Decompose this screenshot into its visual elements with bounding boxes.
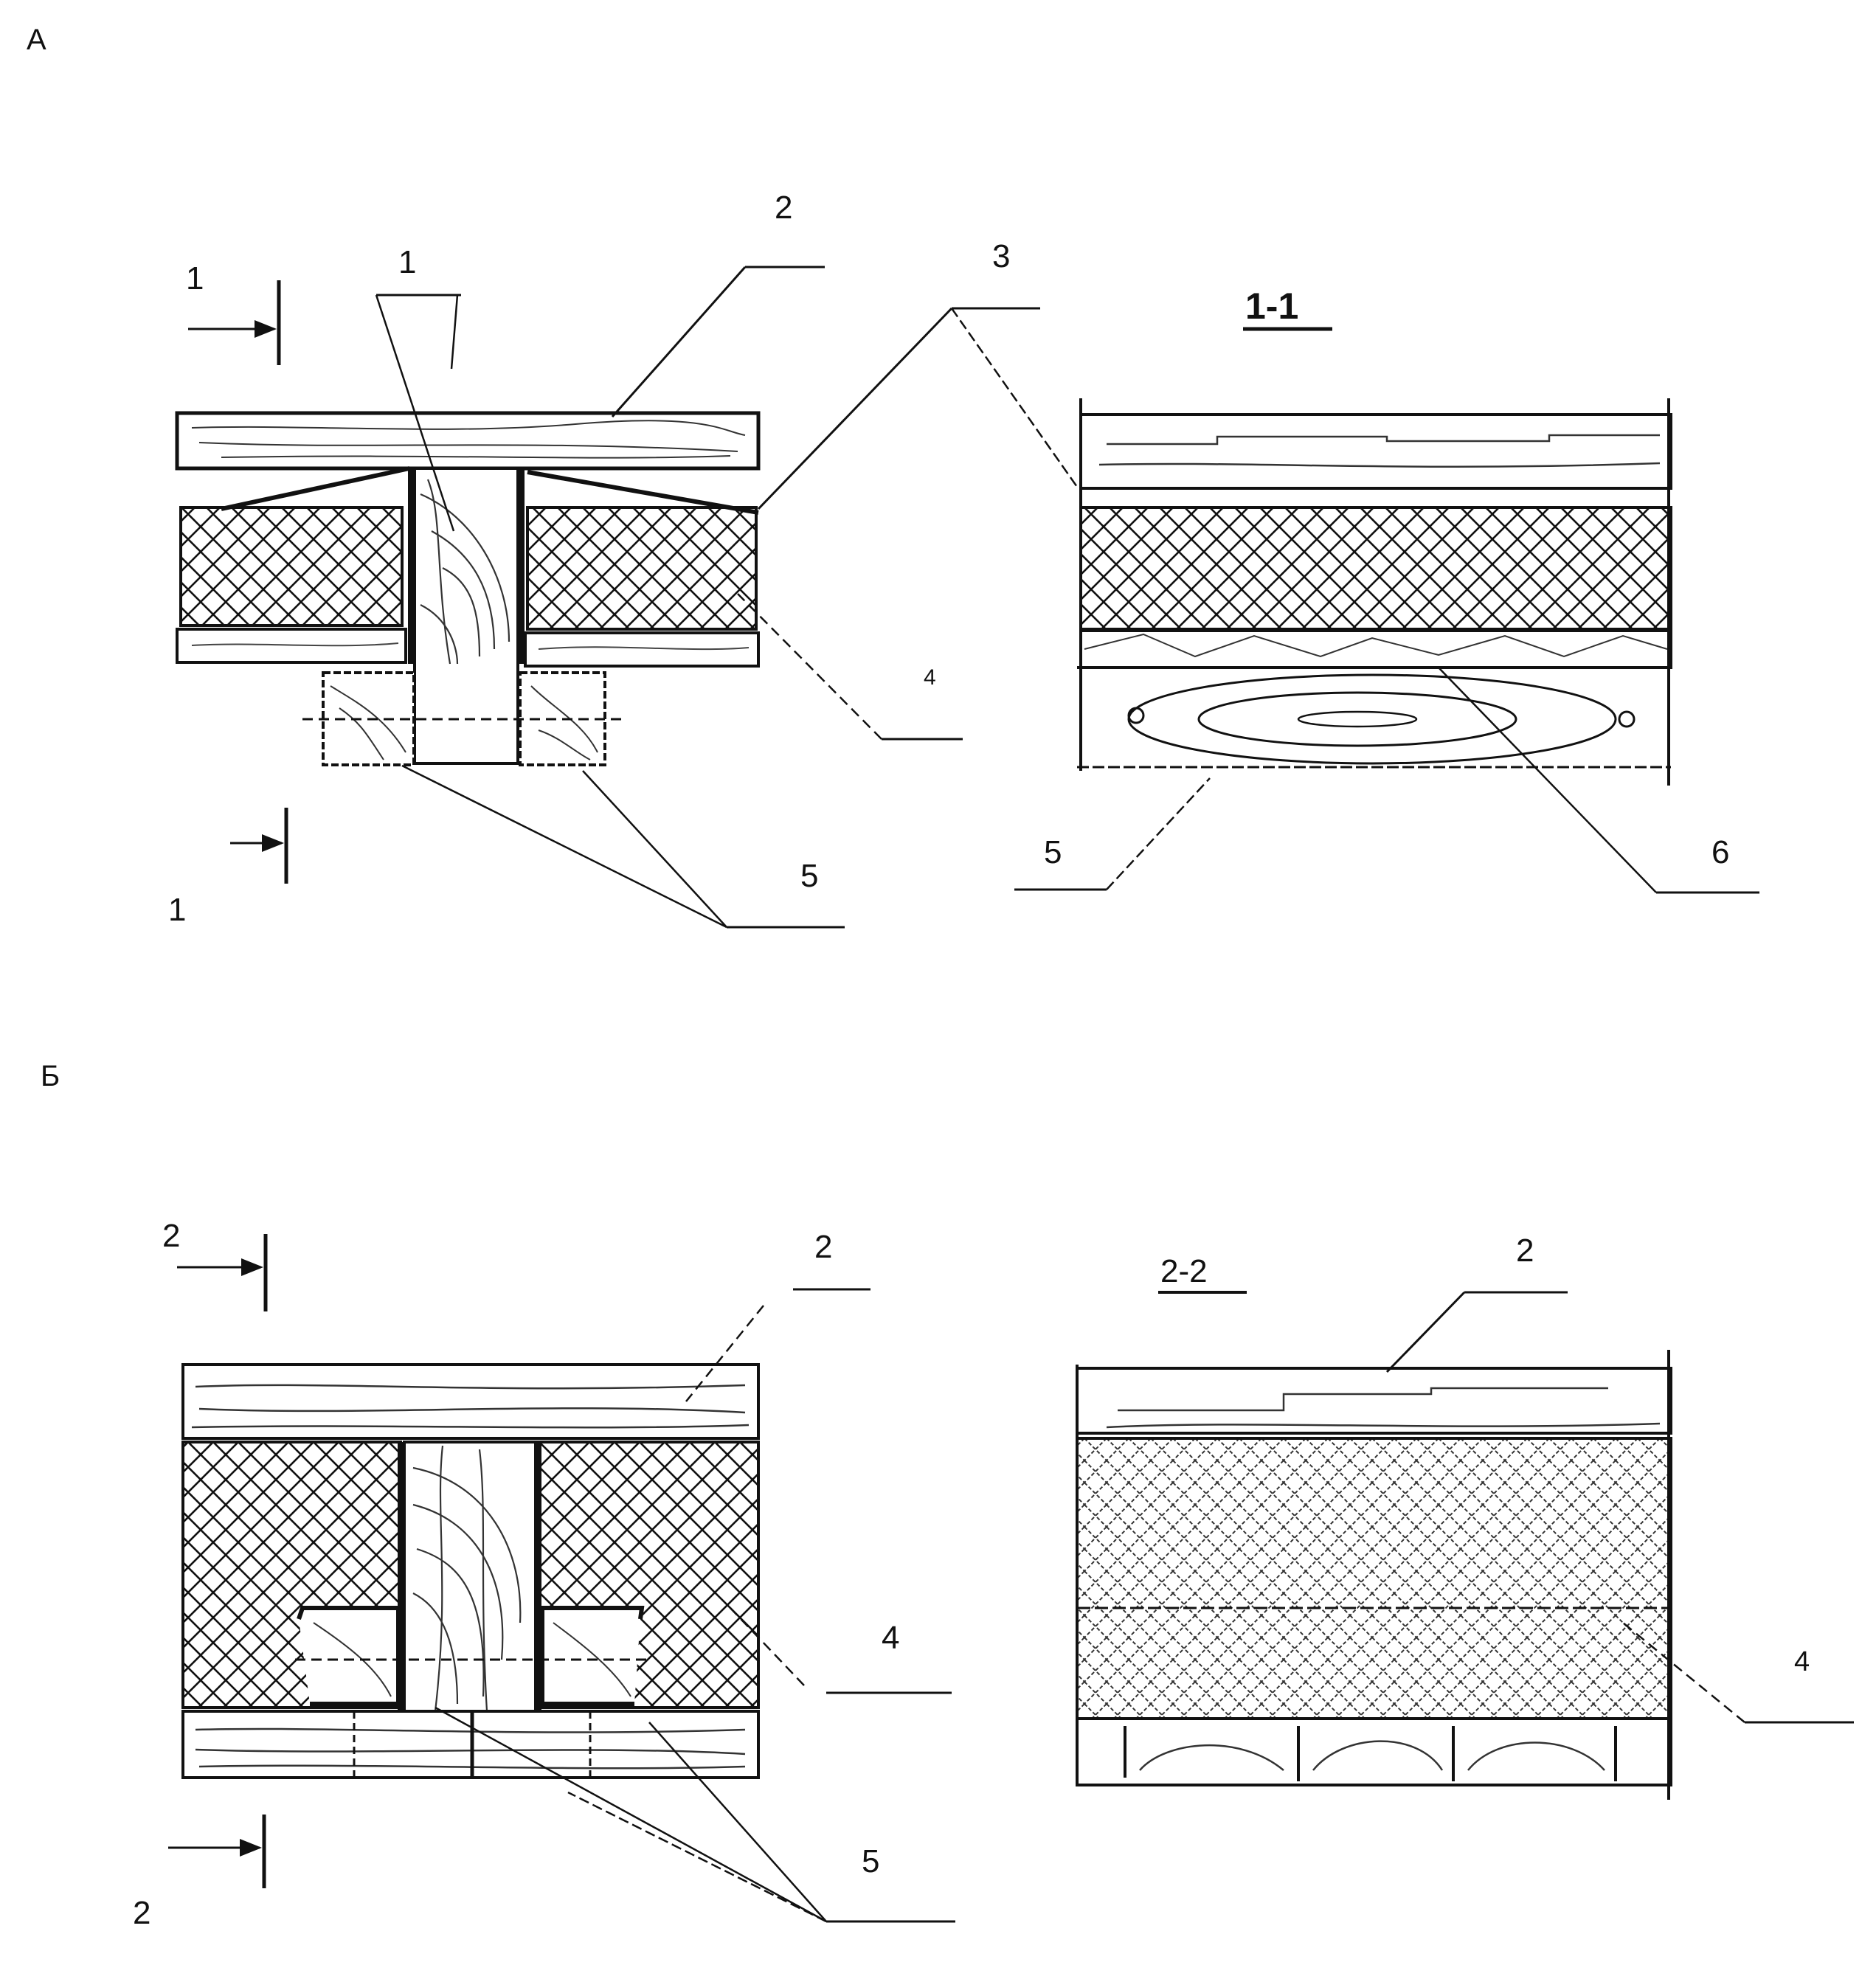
central-beam-b — [403, 1441, 537, 1716]
callout-5-a: 5 — [800, 858, 818, 894]
callout-5-b: 5 — [862, 1843, 879, 1879]
figure-b: Б 2 2 — [41, 1060, 1854, 1931]
section-mark-2-bottom-label: 2 — [133, 1895, 150, 1931]
insulation-right — [526, 506, 758, 631]
callouts-plan-a: 1 2 3 4 5 — [375, 190, 1079, 929]
section-1-1: 1-1 — [1077, 285, 1672, 786]
callouts-section-1-1: 5 6 — [1014, 667, 1759, 894]
insulation-left — [179, 506, 404, 627]
callout-2-a: 2 — [775, 190, 792, 226]
section-1-1-insulation — [1079, 506, 1672, 631]
callout-3-a: 3 — [992, 238, 1010, 274]
callout-6-section-1-1: 6 — [1711, 834, 1729, 870]
bracket-left-b — [297, 1606, 401, 1706]
figure-a-letter: А — [27, 24, 46, 56]
log-grain-outer — [1127, 673, 1617, 765]
callouts-plan-b: 2 4 5 — [435, 1229, 955, 1923]
callout-2-b: 2 — [814, 1229, 832, 1265]
section-1-1-boards — [1079, 413, 1672, 490]
section-2-2-boards — [1076, 1367, 1672, 1435]
callout-4-b: 4 — [882, 1620, 899, 1656]
callout-5-section-1-1: 5 — [1044, 834, 1062, 870]
callout-4-section-2-2: 4 — [1794, 1646, 1810, 1677]
callouts-section-2-2: 2 4 — [1385, 1233, 1854, 1724]
central-beam — [413, 467, 519, 765]
section-2-2-insulation — [1076, 1437, 1672, 1720]
section-mark-1-top: 1 — [186, 260, 281, 365]
bracket-right-b — [540, 1606, 645, 1706]
section-mark-2-top: 2 — [162, 1218, 268, 1311]
callout-4-a: 4 — [924, 665, 936, 690]
section-mark-2-bottom: 2 — [133, 1815, 266, 1931]
figure-a: А 1 1 — [27, 24, 1759, 929]
callout-2-section-2-2: 2 — [1516, 1233, 1534, 1269]
section-title-1-1: 1-1 — [1245, 285, 1298, 327]
callout-1-a: 1 — [398, 244, 416, 280]
bolt-left — [1127, 707, 1145, 724]
section-2-2-bars — [1076, 1717, 1672, 1786]
section-mark-1-bottom: 1 — [168, 808, 288, 928]
section-title-2-2: 2-2 — [1160, 1253, 1208, 1289]
section-1-1-bars — [1079, 629, 1672, 669]
section-mark-1-top-label: 1 — [186, 260, 204, 297]
plan-view-b — [181, 1363, 760, 1779]
figure-b-letter: Б — [41, 1060, 60, 1092]
top-plank — [175, 411, 761, 471]
bolt-right — [1618, 710, 1636, 728]
log-grain-inner — [1197, 691, 1517, 747]
section-2-2: 2-2 — [1076, 1253, 1672, 1800]
section-mark-1-bottom-label: 1 — [168, 892, 186, 928]
plan-view-a — [175, 411, 761, 766]
section-mark-2-top-label: 2 — [162, 1218, 180, 1254]
